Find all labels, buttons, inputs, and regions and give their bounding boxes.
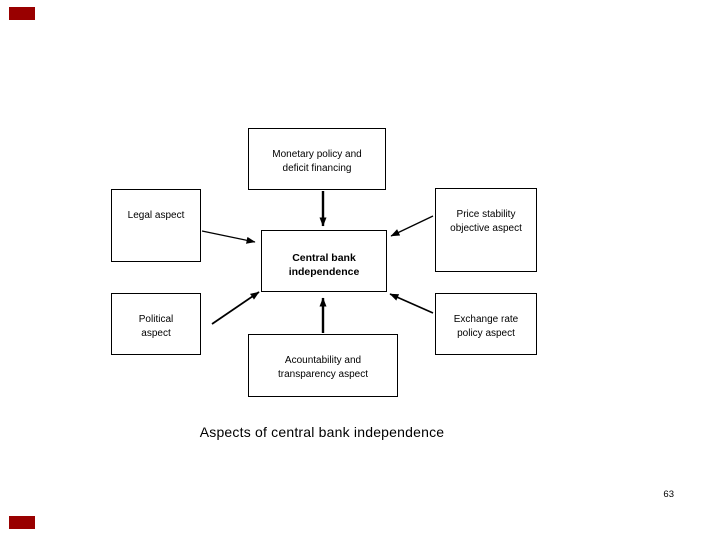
arrow-political-to-center <box>211 291 260 325</box>
diagram-caption: Aspects of central bank independence <box>199 424 445 440</box>
arrow-legal-to-center <box>201 230 256 244</box>
slide-accent-top-left <box>9 7 35 20</box>
node-legal-aspect: Legal aspect <box>111 189 201 262</box>
arrow-price-to-center <box>390 215 434 237</box>
node-label: Acountability and transparency aspect <box>277 355 369 380</box>
node-monetary-policy: Monetary policy and deficit financing <box>248 128 386 190</box>
node-exchange-rate-aspect: Exchange rate policy aspect <box>435 293 537 355</box>
node-label: Monetary policy and deficit financing <box>272 149 362 174</box>
node-label: Legal aspect <box>127 210 185 221</box>
node-central-bank-independence: Central bank independence <box>261 230 387 292</box>
node-label: Price stability objective aspect <box>450 209 522 234</box>
arrow-exchange-to-center <box>389 293 434 314</box>
node-accountability-aspect: Acountability and transparency aspect <box>248 334 398 397</box>
node-label: Political aspect <box>138 314 174 339</box>
node-label: Exchange rate policy aspect <box>453 314 519 339</box>
slide-accent-bottom-left <box>9 516 35 529</box>
page-number: 63 <box>663 489 674 500</box>
node-label: Central bank independence <box>288 252 360 278</box>
node-price-stability-aspect: Price stability objective aspect <box>435 188 537 272</box>
node-political-aspect: Political aspect <box>111 293 201 355</box>
